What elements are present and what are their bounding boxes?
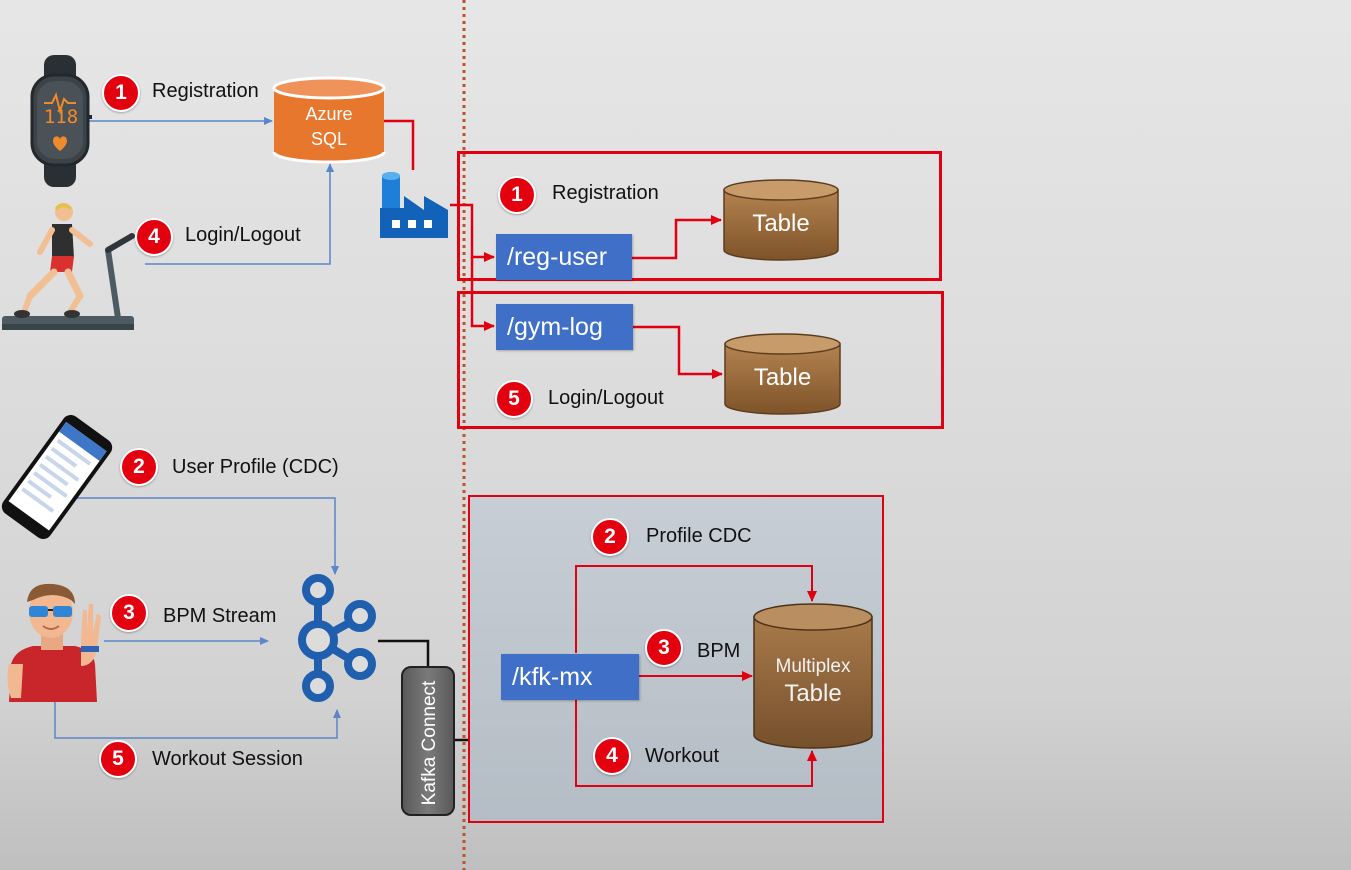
table-cylinder-gym-log — [724, 333, 841, 415]
table-cylinder-registration — [723, 179, 839, 261]
login-logout-box — [457, 291, 944, 429]
fitness-watch-icon — [30, 55, 92, 187]
reg-user-topic: /reg-user — [496, 234, 632, 280]
gym-log-to-table-arrow — [633, 325, 723, 379]
azure-sql-line2: SQL — [310, 129, 348, 149]
kafka-connect-label: Kafka Connect — [419, 680, 440, 806]
step-badge-mid-login: 5 — [495, 380, 533, 418]
step-badge-bpm-stream: 3 — [110, 594, 148, 632]
smartphone-icon — [1, 415, 113, 540]
registration-box — [457, 151, 942, 281]
mid-login-logout-label: Login/Logout — [548, 387, 664, 409]
step-badge-login: 4 — [135, 218, 173, 256]
profile-cdc-label: Profile CDC — [646, 525, 752, 547]
azure-sql-database-icon — [272, 76, 386, 164]
multiplex-table-label: Multiplex Table — [752, 656, 874, 708]
azure-sql-line1: Azure — [305, 104, 353, 124]
kfk-mx-topic: /kfk-mx — [501, 654, 639, 700]
user-avatar-icon — [7, 583, 101, 702]
step-badge-workout-session: 5 — [99, 740, 137, 778]
bpm-label: BPM — [697, 640, 741, 662]
workout-session-label: Workout Session — [152, 748, 303, 770]
step-badge-profile-cdc: 2 — [591, 518, 629, 556]
reg-user-to-table-arrow — [632, 215, 722, 260]
bpm-stream-label: BPM Stream — [163, 605, 277, 627]
sql-to-factory-line — [384, 119, 415, 170]
step-badge-registration: 1 — [102, 74, 140, 112]
user-profile-label: User Profile (CDC) — [172, 456, 339, 478]
watch-reading: 118 — [43, 106, 79, 128]
multiplex-line2: Table — [784, 680, 842, 707]
workout-label: Workout — [645, 745, 720, 767]
workout-flow-arrow — [575, 700, 817, 787]
gym-log-topic: /gym-log — [496, 304, 633, 350]
azure-sql-label: Azure SQL — [272, 102, 386, 152]
workout-arrow — [54, 702, 341, 739]
step-badge-top-registration: 1 — [498, 176, 536, 214]
kafka-icon — [298, 574, 376, 702]
kafka-connect-box: Kafka Connect — [401, 666, 455, 816]
user-profile-arrow — [72, 497, 339, 575]
step-badge-workout: 4 — [593, 737, 631, 775]
login-arrow — [145, 163, 334, 265]
step-badge-bpm: 3 — [645, 629, 683, 667]
registration-label: Registration — [152, 80, 259, 102]
treadmill-runner-icon — [2, 203, 135, 330]
table-label-gym-log: Table — [753, 364, 812, 391]
multiplex-line1: Multiplex — [775, 656, 851, 677]
top-registration-label: Registration — [552, 182, 659, 204]
multiplex-table-cylinder — [753, 603, 873, 749]
login-logout-label: Login/Logout — [185, 224, 301, 246]
kafka-to-connect-line — [378, 639, 430, 667]
table-label-registration: Table — [752, 210, 810, 237]
step-badge-user-profile: 2 — [120, 448, 158, 486]
profile-cdc-arrow — [575, 565, 817, 653]
azure-data-factory-icon — [380, 172, 448, 238]
factory-to-reg-user-arrow — [450, 203, 495, 262]
